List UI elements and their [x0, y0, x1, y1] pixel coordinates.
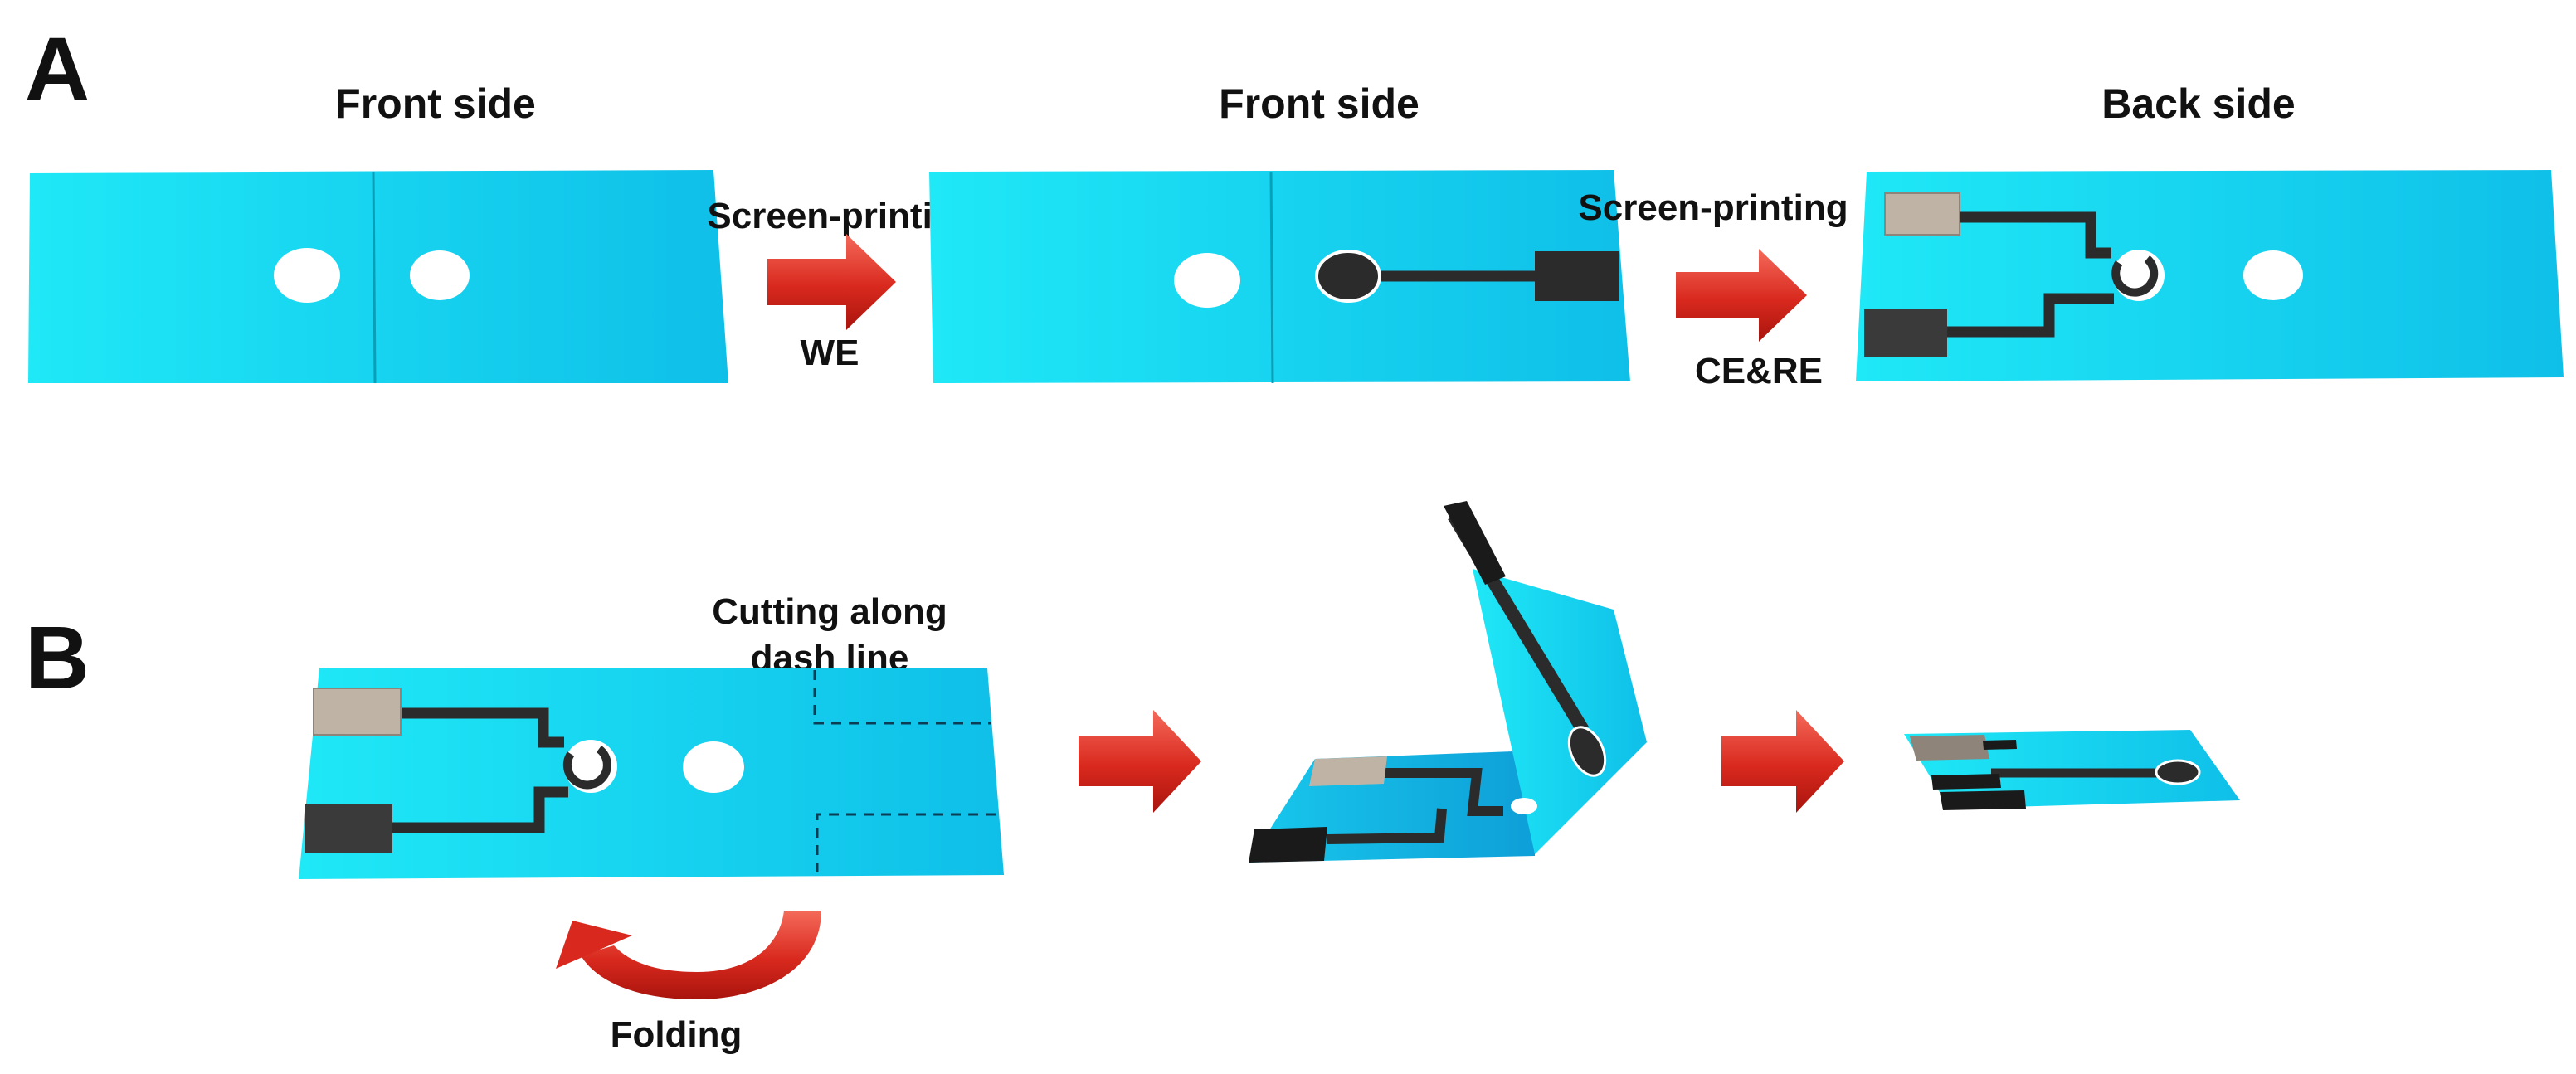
re-trace: [1369, 768, 1503, 816]
substrate-sheet: [929, 170, 1630, 383]
punched-hole: [2243, 250, 2303, 300]
cut-dash-line: [813, 670, 991, 725]
card1-title: Front side: [335, 80, 536, 127]
cut-dash-line: [816, 813, 996, 872]
substrate-folded-flap: [1473, 569, 1647, 854]
folding-label: Folding: [611, 1014, 743, 1055]
red-arrow-icon: [767, 234, 896, 330]
ce-contact-pad: [1940, 790, 2026, 810]
substrate-sheet: [1856, 170, 2564, 381]
fold-line: [372, 171, 377, 384]
panel-label-a: A: [25, 18, 90, 119]
ce-contact-pad: [305, 804, 392, 853]
card3-title: Back side: [2101, 80, 2295, 127]
card-printed-strip: [299, 668, 1004, 879]
re-trace: [1950, 211, 2111, 259]
we-contact-pad: [1931, 774, 2001, 790]
ce-ring-outline: [1511, 798, 1537, 814]
we-contact-pad: [1535, 251, 1619, 301]
curved-fold-arrow-icon: [581, 911, 821, 999]
arrow2-bottom-label: CE&RE: [1695, 351, 1823, 391]
folding-arrow: Folding: [556, 911, 821, 1055]
re-contact-pad: [1309, 756, 1387, 786]
ce-contact-pad: [1864, 309, 1947, 357]
card-blank-substrate: Front side: [28, 80, 728, 384]
substrate-sheet: [28, 170, 728, 383]
arrow1-bottom-label: WE: [801, 333, 859, 373]
re-contact-pad: [1884, 192, 1960, 236]
substrate-sheet: [299, 668, 1004, 879]
card2-title: Front side: [1219, 80, 1419, 127]
card-folding-in-progress: [1249, 501, 1647, 863]
card-finished-sensor: [1904, 730, 2240, 810]
re-contact-pad: [313, 688, 402, 736]
ce-trace: [1933, 293, 2114, 338]
card-working-electrode: Front side: [929, 80, 1630, 384]
red-arrow-icon: [1079, 710, 1201, 813]
fold-line: [1269, 171, 1274, 384]
re-trace: [390, 707, 564, 748]
counter-electrode-ring: [562, 745, 611, 790]
punched-hole: [274, 248, 340, 303]
we-disc: [1315, 250, 1381, 303]
card-ce-re-electrodes: Back side: [1856, 80, 2564, 381]
re-contact-pad: [1910, 735, 1989, 761]
step-arrow-ce-re: Screen-printing CE&RE: [1578, 187, 1848, 391]
arrow2-top-label: Screen-printing: [1578, 187, 1848, 228]
we-disc: [2155, 759, 2201, 785]
punched-hole: [410, 250, 470, 300]
ce-contact-pad: [1249, 827, 1327, 863]
red-arrow-icon: [1676, 249, 1807, 342]
punched-hole: [683, 741, 744, 793]
punched-hole: [1174, 253, 1240, 308]
red-arrow-icon: [1721, 710, 1844, 813]
panel-label-b: B: [25, 607, 90, 707]
counter-electrode-ring: [2111, 255, 2159, 297]
ce-trace: [377, 786, 568, 833]
cutting-label-line1: Cutting along: [712, 591, 947, 632]
ce-trace: [1327, 808, 1447, 844]
re-trace-end: [1983, 740, 2017, 750]
fold-arrowhead-icon: [556, 921, 632, 969]
we-disc: [1567, 726, 1607, 777]
we-contact-pad: [1444, 501, 1506, 585]
